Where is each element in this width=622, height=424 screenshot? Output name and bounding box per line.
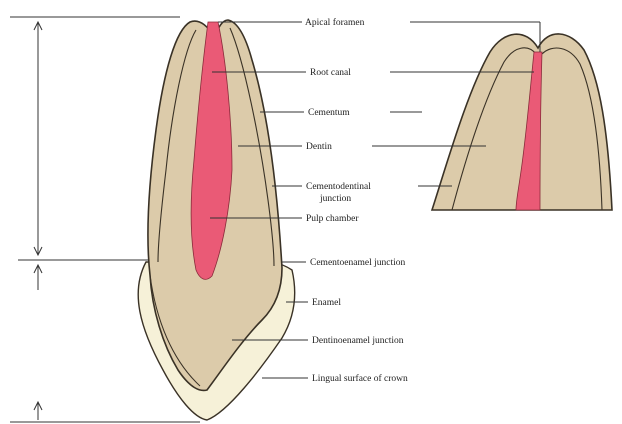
main-tooth <box>138 20 295 420</box>
label-pulp-chamber: Pulp chamber <box>306 214 359 224</box>
label-root-canal: Root canal <box>310 68 351 78</box>
apex-inset <box>432 34 612 210</box>
label-enamel: Enamel <box>312 298 341 308</box>
label-cementoenamel-junction: Cementoenamel junction <box>310 258 405 268</box>
label-dentinoenamel-junction: Dentinoenamel junction <box>312 336 404 346</box>
label-apical-foramen: Apical foramen <box>305 17 365 28</box>
label-cementodentinal-junction: Cementodentinal <box>306 182 371 192</box>
label-lingual-surface-of-crown: Lingual surface of crown <box>312 373 408 384</box>
label-cementodentinal-junction-2: junction <box>319 194 351 204</box>
label-dentin: Dentin <box>306 142 332 152</box>
label-cementum: Cementum <box>308 108 350 118</box>
